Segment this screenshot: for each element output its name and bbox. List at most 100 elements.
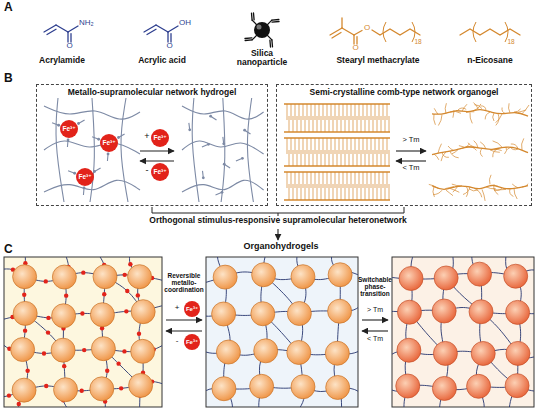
crystalline-domain — [433, 341, 457, 365]
material-panel — [392, 257, 534, 407]
crystalline-domain — [471, 341, 495, 365]
iron-ion-dot — [62, 364, 66, 368]
iron-ion-dot — [80, 311, 84, 315]
polymer-backbone — [432, 110, 528, 116]
carboxylate-end — [77, 122, 80, 125]
temperature-label: > Tm — [402, 136, 419, 144]
vinyl-bond — [272, 21, 279, 23]
silica-arm — [252, 36, 256, 40]
network-caption: Orthogonal stimulus-responsive supramole… — [149, 216, 406, 225]
network-illustration — [4, 257, 162, 407]
carboxylate-end — [117, 136, 120, 139]
compound-name: Acrylamide — [39, 56, 85, 65]
crystalline-side-chains — [287, 172, 389, 200]
iron-ion-dot — [119, 386, 123, 390]
temperature-label: < Tm — [402, 164, 419, 172]
vinyl-bond — [271, 40, 273, 47]
chemical-bond — [156, 25, 168, 32]
ion-label: Fe³⁺ — [153, 135, 166, 142]
chemical-bond — [341, 18, 342, 28]
crystalline-domain — [506, 300, 530, 324]
iron-ion-dot — [44, 384, 48, 388]
iron-ion-dot — [7, 393, 11, 397]
crystalline-domain — [212, 302, 236, 326]
iron-ion-dot — [64, 293, 68, 297]
vinyl-bond — [272, 19, 279, 21]
iron-ion-dot — [22, 293, 26, 297]
crystalline-domain — [432, 299, 456, 323]
crystalline-domain — [13, 265, 37, 289]
crystalline-domain — [212, 377, 236, 401]
chemical-bond — [147, 29, 156, 34]
crystalline-domain — [506, 341, 530, 365]
amorphous-side-chains — [429, 103, 529, 201]
crystalline-domain — [396, 374, 420, 398]
crystalline-domain — [93, 265, 117, 289]
ion-label: Fe³⁺ — [62, 126, 75, 133]
compound-name: Acrylic acid — [138, 56, 186, 65]
carboxylic-end — [222, 142, 225, 145]
stimulus-sign: - — [176, 337, 179, 346]
crystalline-domain — [216, 340, 240, 364]
reaction-arrow — [277, 229, 278, 240]
chemical-bond — [356, 37, 357, 44]
carboxylic-end — [243, 129, 246, 132]
stimulus-sign: + — [144, 132, 149, 142]
carboxylate-end — [93, 170, 96, 173]
crystalline-domain — [325, 341, 349, 365]
repeat-count: 18 — [414, 38, 421, 45]
ion-label: Fe³⁺ — [186, 339, 198, 345]
crystalline-domain — [250, 374, 274, 398]
polymer-backbone — [284, 137, 390, 138]
polymer-chain — [221, 98, 225, 202]
silica-arm — [268, 20, 272, 24]
material-name: Organohydrogels — [243, 242, 318, 252]
iron-ion-dot — [82, 348, 86, 352]
network-illustration — [206, 257, 358, 407]
chemical-bond — [170, 34, 171, 42]
iron-ion: Fe³⁺ — [184, 301, 200, 317]
reaction-arrow — [140, 150, 174, 151]
crystalline-domain — [129, 373, 153, 397]
repeat-count: 18 — [507, 38, 514, 45]
polymer-chain — [192, 98, 199, 202]
crystalline-domain — [131, 300, 155, 324]
crystalline-domain — [397, 300, 421, 324]
crystalline-side-chains — [287, 104, 389, 132]
crystalline-domain — [52, 304, 76, 328]
panel-letter: C — [4, 243, 13, 256]
crystalline-domain — [287, 302, 311, 326]
reaction-arrow — [396, 160, 426, 161]
repeat-bracket — [383, 22, 386, 42]
ion-label: Fe³⁺ — [102, 140, 115, 147]
iron-ion-dot — [81, 270, 85, 274]
atom-label: NH₂ — [79, 19, 94, 28]
atom-label: O — [166, 42, 172, 51]
reaction-arrow — [396, 150, 426, 151]
crystalline-domain — [251, 302, 275, 326]
chemical-bond — [167, 32, 168, 42]
process-label: Reversible metallo-coordination — [161, 272, 207, 293]
iron-ion-dot — [102, 292, 106, 296]
iron-ion-dot — [23, 328, 27, 332]
atom-label: O — [364, 24, 370, 33]
iron-ion: Fe³⁺ — [100, 134, 118, 152]
crystalline-domain — [12, 378, 36, 402]
iron-ion-dot — [123, 273, 127, 277]
iron-ion-dot — [136, 293, 140, 297]
chemical-bond — [67, 32, 68, 42]
crystalline-domain — [254, 339, 278, 363]
alkyl-chain — [372, 29, 420, 35]
reaction-arrow — [140, 160, 174, 161]
crystalline-domain — [505, 374, 529, 398]
chemical-bond — [330, 28, 342, 35]
crystalline-domain — [13, 301, 37, 325]
compound-name: n-Eicosane — [467, 56, 512, 65]
carboxylate-end — [83, 187, 86, 190]
vinyl-bond — [251, 13, 253, 20]
panel-heading: Metallo-supramolecular network hydrogel — [37, 85, 267, 97]
carboxylic-end — [241, 157, 244, 160]
iron-ion-dot — [46, 316, 50, 320]
polymer-chain — [182, 141, 264, 154]
repeat-bracket — [473, 22, 476, 42]
